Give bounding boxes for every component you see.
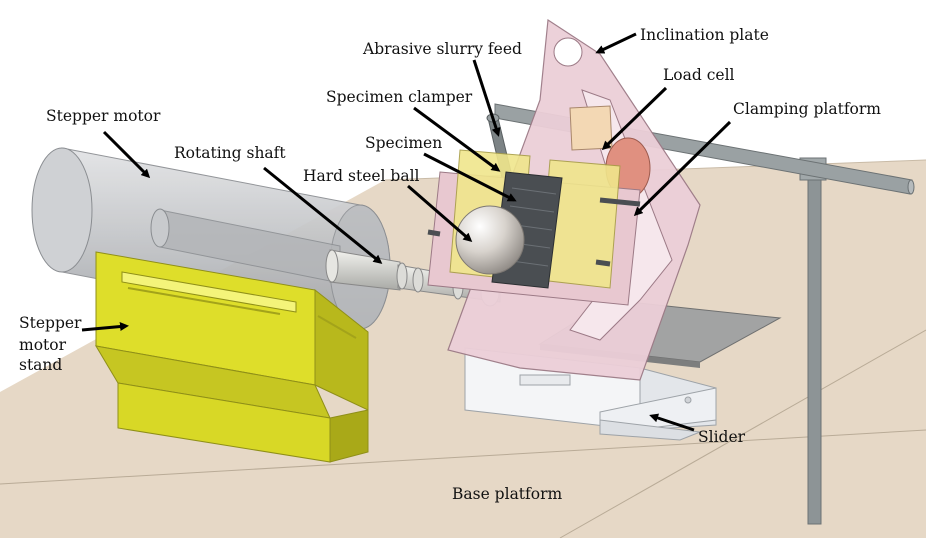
- hard-steel-ball: [455, 205, 525, 275]
- stepper-motor-stand: [95, 251, 369, 463]
- arrow-specimen-clamper: [413, 106, 501, 172]
- arrow-specimen: [423, 152, 517, 202]
- label-base-platform: Base platform: [452, 485, 563, 503]
- arrow-hard-steel-ball: [407, 184, 473, 242]
- arrow-load-cell: [601, 86, 668, 151]
- label-specimen-clamper: Specimen clamper: [326, 88, 473, 106]
- arrow-abrasive-slurry-feed: [472, 59, 501, 137]
- label-stepper-motor: Stepper motor: [46, 107, 161, 125]
- label-load-cell: Load cell: [663, 66, 735, 84]
- arrow-stepper-motor-stand: [81, 322, 129, 332]
- arrow-rotating-shaft: [263, 166, 383, 264]
- labels: Inclination plate Abrasive slurry feed L…: [19, 26, 881, 503]
- label-stepper-motor-stand-line2: motor: [19, 336, 67, 354]
- arrow-slider: [649, 413, 695, 432]
- label-inclination-plate: Inclination plate: [640, 26, 769, 44]
- arrow-clamping-platform: [633, 120, 732, 217]
- label-specimen: Specimen: [365, 134, 442, 152]
- label-stepper-motor-stand-line3: stand: [19, 356, 62, 374]
- label-stepper-motor-stand-line1: Stepper: [19, 314, 82, 332]
- label-rotating-shaft: Rotating shaft: [174, 144, 286, 162]
- label-clamping-platform: Clamping platform: [733, 100, 881, 118]
- arrow-stepper-motor: [102, 130, 151, 179]
- arrow-inclination-plate: [595, 32, 637, 54]
- label-hard-steel-ball: Hard steel ball: [303, 167, 420, 185]
- label-abrasive-slurry-feed: Abrasive slurry feed: [362, 40, 522, 58]
- label-slider: Slider: [698, 428, 746, 446]
- leader-arrows: [81, 32, 732, 432]
